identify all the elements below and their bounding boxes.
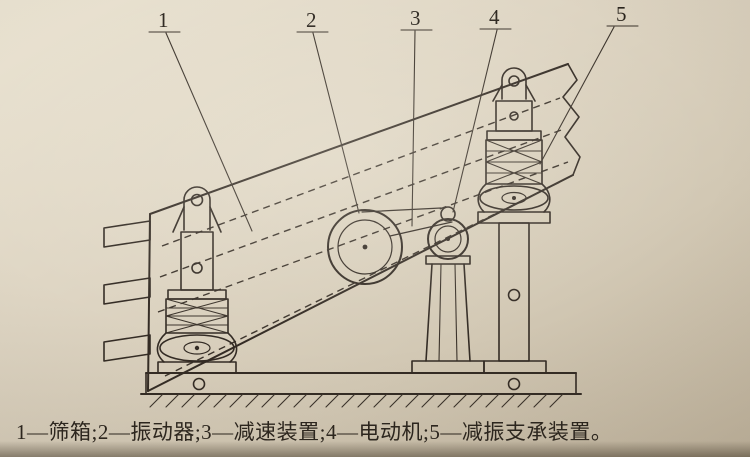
- callout-5: 5: [616, 2, 627, 26]
- belt-drive: [361, 207, 453, 237]
- callout-labels: 1 2 3 4 5: [158, 2, 627, 32]
- callout-2: 2: [306, 8, 317, 32]
- left-damping-support: [156, 186, 238, 374]
- callout-1: 1: [158, 8, 169, 32]
- figure-drawing: 1 2 3 4 5: [103, 2, 639, 408]
- vibrator: [327, 209, 403, 285]
- figure-caption: 1—筛箱;2—振动器;3—减速装置;4—电动机;5—减振支承装置。: [16, 420, 613, 444]
- right-damping-support: [477, 67, 551, 374]
- motor: [427, 206, 469, 260]
- base-frame: [140, 372, 582, 395]
- callout-3: 3: [410, 6, 421, 30]
- feed-fins: [103, 220, 151, 362]
- motor-pedestal: [411, 255, 485, 374]
- callout-4: 4: [489, 5, 500, 29]
- ground-hatching: [149, 393, 564, 408]
- leader-lines: [148, 25, 639, 232]
- screen-box: [147, 63, 581, 392]
